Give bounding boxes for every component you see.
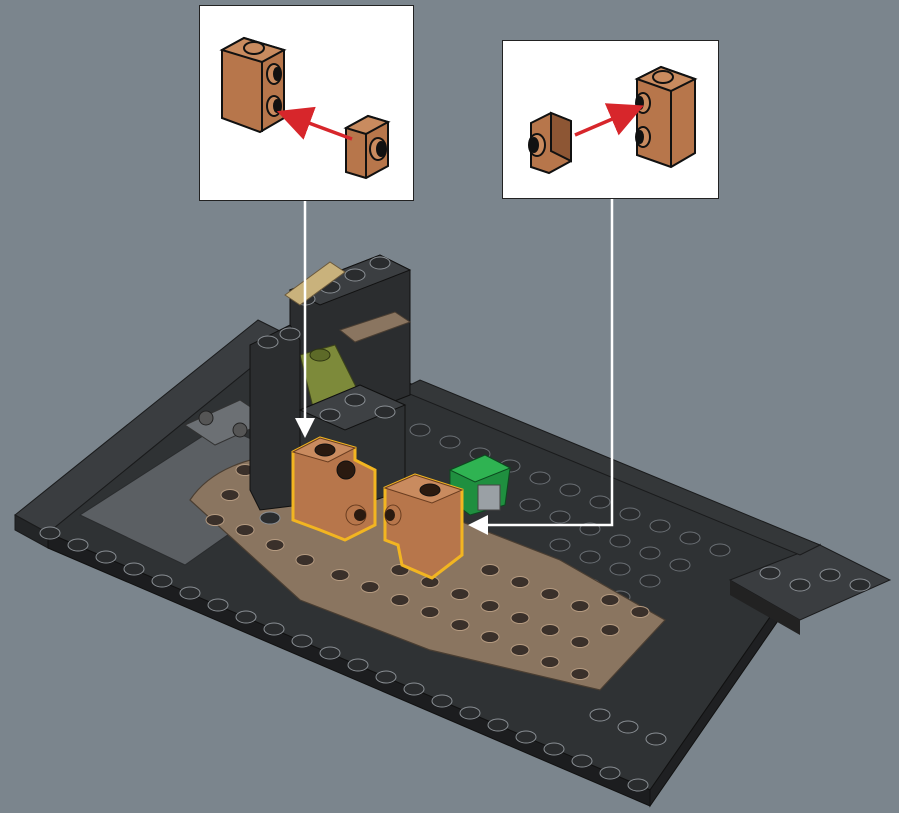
plate-round-stud-icon bbox=[529, 113, 571, 173]
plate-round-stud-icon bbox=[346, 116, 388, 178]
callout-box-right bbox=[502, 40, 719, 199]
attach-arrow-icon bbox=[575, 111, 631, 135]
brick-side-studs-icon bbox=[636, 67, 695, 167]
attach-arrow-icon bbox=[290, 116, 352, 139]
brick-side-studs-icon bbox=[222, 38, 284, 132]
callout-box-left bbox=[199, 5, 414, 201]
callout-right-diagram bbox=[503, 41, 717, 197]
callout-left-diagram bbox=[200, 6, 412, 199]
